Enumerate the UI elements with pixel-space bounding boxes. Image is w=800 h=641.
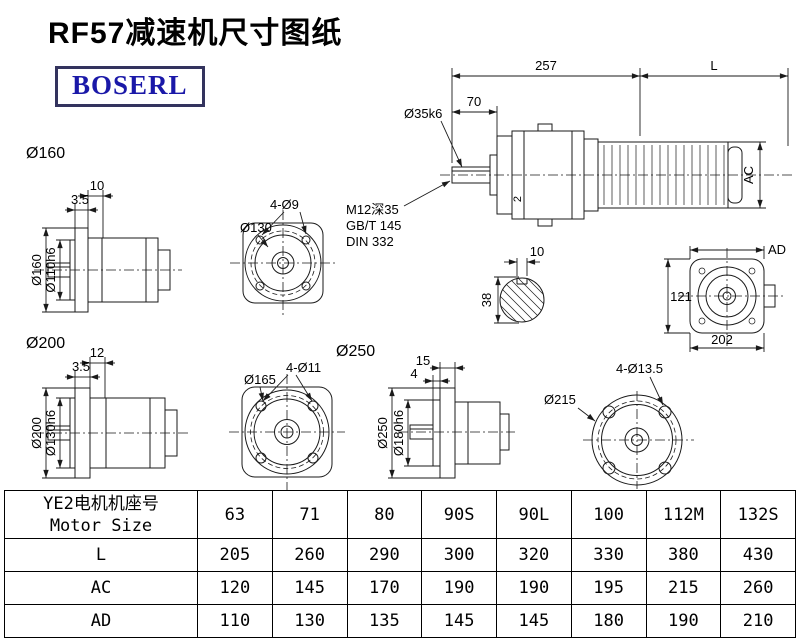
motor-fins: [603, 145, 725, 205]
dia-130-label: Ø130: [240, 220, 272, 235]
table-row-ad: AD 110 130 135 145 145 180 190 210: [4, 604, 796, 638]
dim-value-cell: 210: [720, 604, 796, 638]
dia-180h6-label: Ø180h6: [391, 410, 406, 456]
dim-value-cell: 180: [570, 604, 647, 638]
shaft-keyway-section: 10 38: [479, 244, 545, 324]
motor-size-header-en: Motor Size: [49, 515, 153, 536]
page-title: RF57减速机尺寸图纸: [48, 17, 343, 50]
size-header-cell: 90L: [496, 490, 572, 539]
thread-note-line3: DIN 332: [346, 234, 394, 249]
dim-12-label: 12: [90, 345, 104, 360]
dia-215-label: Ø215: [544, 392, 576, 407]
dim-value-cell: 145: [421, 604, 497, 638]
dim-257-label: 257: [535, 58, 557, 73]
size-header-cell: 63: [197, 490, 273, 539]
flange-view-160: Ø160 10 3.5 Ø160 Ø110h6: [26, 145, 182, 313]
dim-value-cell: 290: [346, 538, 423, 572]
dim-15-label: 15: [416, 353, 430, 368]
row-label: AD: [4, 604, 198, 638]
dim-l-label: L: [710, 58, 717, 73]
key-width-label: 10: [530, 244, 544, 259]
dim-value-cell: 380: [645, 538, 722, 572]
dim-value-cell: 195: [570, 571, 647, 605]
row-label: L: [4, 538, 198, 572]
dim-121-label: 121: [670, 289, 692, 304]
dia-250-label: Ø250: [375, 417, 390, 449]
motor-size-header-cell: YE2电机机座号 Motor Size: [4, 490, 198, 539]
motor-rear-view-ad: AD 121 202: [664, 242, 786, 352]
dim-value-cell: 120: [197, 571, 273, 605]
shaft-section-dia-label: 38: [479, 293, 494, 307]
gear-body: [454, 401, 501, 465]
size-header-cell: 112M: [645, 490, 722, 539]
dim-value-cell: 190: [645, 604, 722, 638]
shaft-diameter-label: Ø35k6: [404, 106, 442, 121]
dia-160-label: Ø160: [29, 254, 44, 286]
motor-size-header-cn: YE2电机机座号: [43, 493, 159, 514]
view-250-label: Ø250: [336, 343, 375, 360]
dim-value-cell: 260: [720, 571, 796, 605]
size-header-cell: 132S: [720, 490, 796, 539]
dim-value-cell: 135: [346, 604, 423, 638]
size-header-cell: 100: [570, 490, 647, 539]
thread-note-line2: GB/T 145: [346, 218, 401, 233]
key-dim-label: 2: [512, 196, 524, 202]
dim-value-cell: 215: [645, 571, 722, 605]
dimension-table: YE2电机机座号 Motor Size 63 71 80 90S 90L 100…: [4, 490, 796, 638]
dim-3p5-label: 3.5: [72, 359, 90, 374]
flange-front-250: Ø250 Ø165 4-Ø11: [229, 343, 375, 490]
view-200-label: Ø200: [26, 335, 65, 352]
holes-4x11-label: 4-Ø11: [286, 360, 321, 375]
bolt-circle-165-label: Ø165: [244, 372, 276, 387]
keyway: [516, 278, 528, 285]
dim-value-cell: 320: [496, 538, 572, 572]
table-row-ac: AC 120 145 170 190 190 195 215 260: [4, 571, 796, 605]
dim-ac-label: AC: [741, 166, 756, 184]
holes-4x13p5-label: 4-Ø13.5: [616, 361, 663, 376]
flange-round-215: 4-Ø13.5 Ø215: [544, 361, 694, 489]
side-view-250: 15 4 Ø250 Ø180h6: [375, 353, 515, 479]
dim-10-label: 10: [90, 178, 104, 193]
size-header-cell: 80: [346, 490, 423, 539]
flange-front-130: Ø130 4-Ø9: [230, 197, 336, 316]
dim-value-cell: 330: [570, 538, 647, 572]
dim-value-cell: 300: [421, 538, 497, 572]
dia-130h6-label: Ø130h6: [43, 410, 58, 456]
table-header-row: YE2电机机座号 Motor Size 63 71 80 90S 90L 100…: [4, 490, 796, 539]
dia-200-label: Ø200: [29, 417, 44, 449]
dim-value-cell: 170: [346, 571, 423, 605]
fan-cover: [727, 146, 743, 204]
dim-value-cell: 190: [421, 571, 497, 605]
dim-value-cell: 260: [271, 538, 348, 572]
dim-value-cell: 130: [271, 604, 348, 638]
dia-110h6-label: Ø110h6: [43, 247, 58, 292]
size-header-cell: 71: [271, 490, 348, 539]
technical-drawing-canvas: 257 L 70 AC Ø35k6 M12深35 GB/T 145 DIN 33…: [26, 58, 795, 490]
dim-value-cell: 145: [271, 571, 348, 605]
flange-plate: [439, 387, 456, 479]
dim-value-cell: 205: [197, 538, 273, 572]
dim-value-cell: 430: [720, 538, 796, 572]
dim-3p5-label: 3.5: [71, 192, 89, 207]
spigot: [432, 399, 441, 467]
row-label: AC: [4, 571, 198, 605]
size-header-cell: 90S: [421, 490, 497, 539]
flange-view-200: Ø200 12 3.5 Ø200 Ø130h6: [26, 335, 188, 479]
thread-note-line1: M12深35: [346, 202, 399, 217]
dim-202-label: 202: [711, 332, 733, 347]
holes-4x9-label: 4-Ø9: [270, 197, 299, 212]
brand-logo: BOSERL: [55, 66, 205, 107]
dim-value-cell: 190: [496, 571, 572, 605]
brand-logo-text: BOSERL: [72, 70, 188, 100]
dim-4-label: 4: [410, 366, 417, 381]
table-row-l: L 205 260 290 300 320 330 380 430: [4, 538, 796, 572]
dim-70-label: 70: [467, 94, 481, 109]
main-side-view: 257 L 70 AC Ø35k6 M12深35 GB/T 145 DIN 33…: [346, 58, 795, 249]
dim-ad-label: AD: [768, 242, 786, 257]
view-160-label: Ø160: [26, 145, 65, 162]
dim-value-cell: 110: [197, 604, 273, 638]
dim-value-cell: 145: [496, 604, 572, 638]
